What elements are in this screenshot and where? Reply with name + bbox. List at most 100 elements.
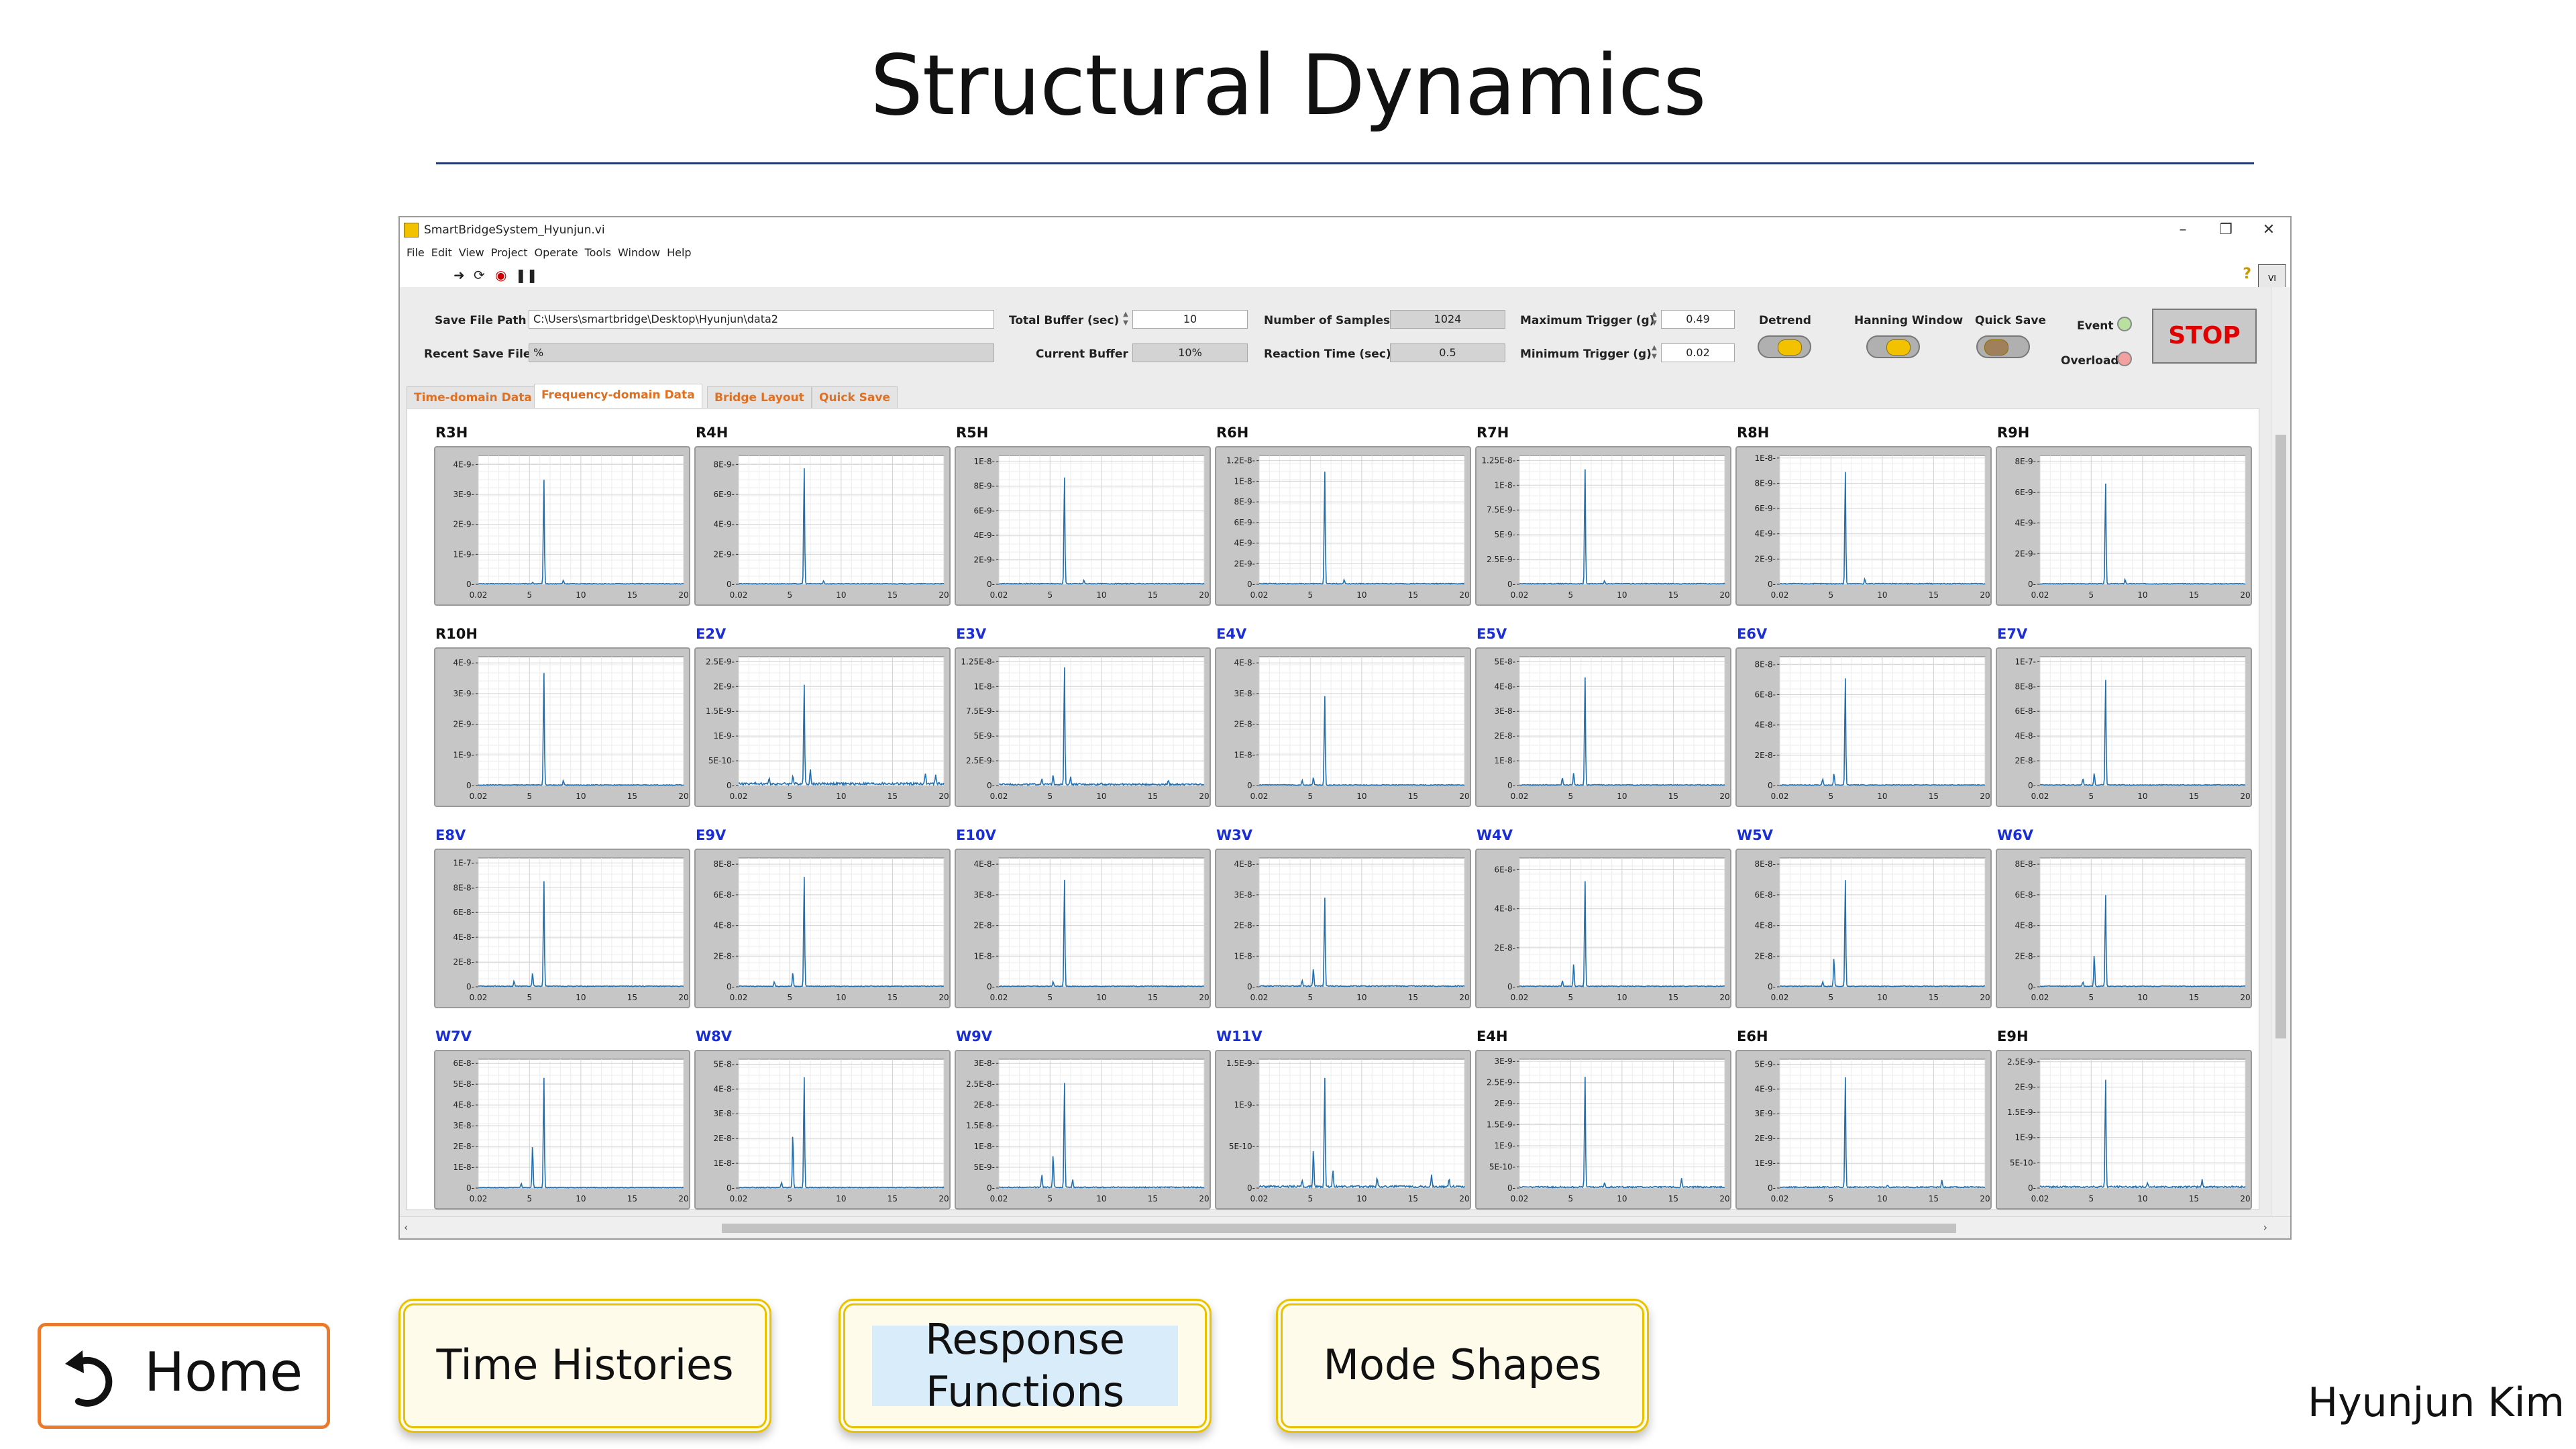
- menu-operate[interactable]: Operate: [534, 246, 578, 259]
- vertical-scrollbar[interactable]: [2271, 287, 2290, 1218]
- tab-time-domain-data[interactable]: Time-domain Data: [407, 386, 539, 408]
- scroll-right-icon[interactable]: ›: [2263, 1221, 2267, 1234]
- chart-w9v[interactable]: 0-5E-9-1E-8-1.5E-8-2E-8-2.5E-8-3E-8-0.02…: [955, 1050, 1211, 1210]
- hanning-window-toggle[interactable]: [1866, 335, 1920, 358]
- maximum-trigger-spinner[interactable]: ▲▼: [1652, 311, 1657, 327]
- x-tick-label: 10: [1096, 993, 1106, 1002]
- time-histories-button[interactable]: Time Histories: [398, 1299, 771, 1433]
- y-tick-label: 6E-8-: [713, 890, 735, 900]
- spectrum-trace-e7v: [2039, 680, 2246, 786]
- y-tick-label: 4E-8-: [713, 921, 735, 930]
- vertical-scroll-thumb[interactable]: [2275, 435, 2286, 1038]
- chart-title-r6h: R6H: [1216, 425, 1249, 441]
- menu-file[interactable]: File: [407, 246, 425, 259]
- scroll-left-icon[interactable]: ‹: [404, 1221, 409, 1234]
- current-buffer-field: 10%: [1132, 343, 1248, 362]
- y-tick-label: 5E-9-: [1754, 1059, 1776, 1069]
- y-tick-label: 2E-8-: [1494, 943, 1515, 953]
- x-tick-label: 5: [787, 590, 792, 600]
- minimum-trigger-field[interactable]: 0.02: [1661, 343, 1735, 362]
- total-buffer-spinner[interactable]: ▲▼: [1123, 311, 1128, 327]
- chart-title-r9h: R9H: [1997, 425, 2030, 441]
- run-arrow-icon[interactable]: ➜: [453, 267, 465, 283]
- menu-view[interactable]: View: [458, 246, 484, 259]
- menu-edit[interactable]: Edit: [431, 246, 452, 259]
- restore-icon[interactable]: ❐: [2219, 221, 2233, 238]
- pause-icon[interactable]: ❚❚: [515, 267, 538, 283]
- menu-project[interactable]: Project: [490, 246, 528, 259]
- spectrum-trace-r5h: [998, 477, 1205, 585]
- x-tick-label: 10: [1617, 993, 1627, 1002]
- minimize-icon[interactable]: –: [2179, 221, 2187, 238]
- stop-button[interactable]: STOP: [2152, 309, 2257, 364]
- menu-window[interactable]: Window: [618, 246, 661, 259]
- menu-help[interactable]: Help: [667, 246, 692, 259]
- y-tick-label: 1E-9-: [453, 549, 474, 559]
- close-icon[interactable]: ✕: [2262, 221, 2275, 238]
- horizontal-scrollbar[interactable]: ‹ ›: [400, 1216, 2290, 1238]
- y-tick-label: 2E-9-: [1754, 1134, 1776, 1143]
- x-tick-label: 15: [2189, 993, 2199, 1002]
- spectrum-trace-e10v: [998, 879, 1205, 987]
- mode-shapes-button[interactable]: Mode Shapes: [1276, 1299, 1649, 1433]
- total-buffer-field[interactable]: 10: [1132, 310, 1248, 329]
- x-tick-label: 20: [2240, 1194, 2250, 1203]
- abort-icon[interactable]: ◉: [495, 267, 507, 283]
- y-tick-label: 5E-9-: [973, 1163, 995, 1172]
- maximum-trigger-field[interactable]: 0.49: [1661, 310, 1735, 329]
- home-button[interactable]: Home: [38, 1323, 330, 1429]
- detrend-toggle[interactable]: [1758, 335, 1811, 358]
- y-tick-label: 2E-8-: [1234, 720, 1255, 729]
- y-tick-label: 4E-8-: [1234, 658, 1255, 667]
- reaction-time-field: 0.5: [1390, 343, 1505, 362]
- tab-bridge-layout[interactable]: Bridge Layout: [707, 386, 812, 408]
- help-icon[interactable]: ?: [2243, 266, 2251, 282]
- chart-title-r8h: R8H: [1737, 425, 1770, 441]
- spectrum-trace-w11v: [1258, 1077, 1465, 1189]
- chart-e4h[interactable]: 0-5E-10-1E-9-1.5E-9-2E-9-2.5E-9-3E-9-0.0…: [1475, 1050, 1731, 1210]
- response-functions-button[interactable]: Response Functions: [839, 1299, 1212, 1433]
- tab-quick-save[interactable]: Quick Save: [812, 386, 898, 408]
- minimum-trigger-spinner[interactable]: ▲▼: [1652, 344, 1657, 360]
- chart-title-e10v: E10V: [956, 827, 996, 843]
- y-tick-label: 0-: [466, 1183, 474, 1193]
- x-tick-label: 20: [1199, 590, 1209, 600]
- save-file-path-field[interactable]: C:\Users\smartbridge\Desktop\Hyunjun\dat…: [529, 310, 994, 329]
- y-tick-label: 1E-8-: [1494, 480, 1515, 490]
- horizontal-scroll-thumb[interactable]: [722, 1224, 1956, 1233]
- chart-svg-e4h: 0-5E-10-1E-9-1.5E-9-2E-9-2.5E-9-3E-9-0.0…: [1487, 1057, 1730, 1203]
- menu-tools[interactable]: Tools: [584, 246, 611, 259]
- run-continuous-icon[interactable]: ⟳: [474, 267, 485, 283]
- tab-frequency-domain-data[interactable]: Frequency-domain Data: [534, 384, 702, 408]
- x-tick-label: 20: [2240, 792, 2250, 801]
- y-tick-label: 4E-8-: [1494, 904, 1515, 914]
- quick-save-toggle[interactable]: [1976, 335, 2030, 358]
- x-tick-label: 15: [888, 792, 898, 801]
